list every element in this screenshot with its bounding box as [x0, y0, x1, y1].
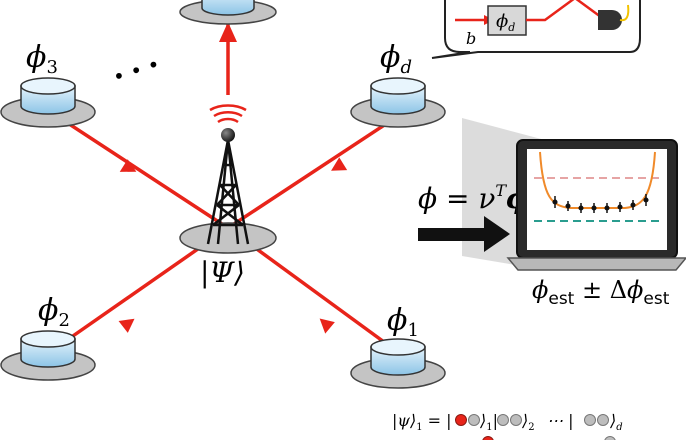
line-to-phi3 — [59, 116, 229, 230]
central-tower — [179, 104, 277, 254]
plot-curve — [539, 151, 656, 209]
ellipsis-dots: • • • — [110, 52, 163, 90]
arrow-head-phi1 — [319, 318, 335, 334]
arrow-head-phid — [331, 157, 348, 171]
big-arrow-icon — [418, 216, 510, 252]
laptop-icon — [506, 139, 686, 271]
label-phi2: ϕ2 — [38, 293, 70, 331]
node-phi1 — [350, 338, 446, 389]
qubit-icons — [455, 414, 616, 445]
state-equation: |ψ⟩1 = | ⟩1| ⟩2 ⋯ | ⟩d — [392, 411, 623, 445]
center-state-label: |Ψ⟩ — [200, 256, 245, 289]
node-phi3 — [0, 77, 96, 128]
node-top — [179, 0, 277, 25]
state-prefix: |ψ⟩1 = | — [392, 411, 452, 433]
inset-path-label: b — [466, 29, 476, 48]
line-to-phid — [227, 116, 396, 230]
node-phid — [350, 77, 446, 128]
plot-points — [552, 194, 649, 213]
arrow-head-phi3 — [119, 159, 137, 172]
estimator-equation: ϕ = νTϕ — [418, 181, 532, 215]
inset-bubble — [431, 0, 641, 59]
inset-phase-label: ϕd — [496, 11, 515, 34]
ket-close-2: ⟩2 — [521, 411, 535, 433]
label-phi3: ϕ3 — [26, 40, 58, 78]
ket-close-1: ⟩1| — [479, 411, 498, 433]
arrow-heads — [118, 22, 348, 334]
estimate-label: ϕest ± Δϕest — [532, 276, 670, 309]
state-dots: ⋯ | — [547, 411, 573, 430]
arrow-head-phi2 — [118, 318, 135, 333]
ket-close-d: ⟩d — [609, 411, 623, 433]
arrow-head-top — [219, 22, 237, 42]
laptop-plot — [534, 151, 660, 222]
signal-waves-icon — [209, 104, 247, 124]
node-phi2 — [0, 330, 96, 381]
label-phid: ϕd — [380, 40, 412, 78]
label-phi1: ϕ1 — [387, 303, 419, 341]
